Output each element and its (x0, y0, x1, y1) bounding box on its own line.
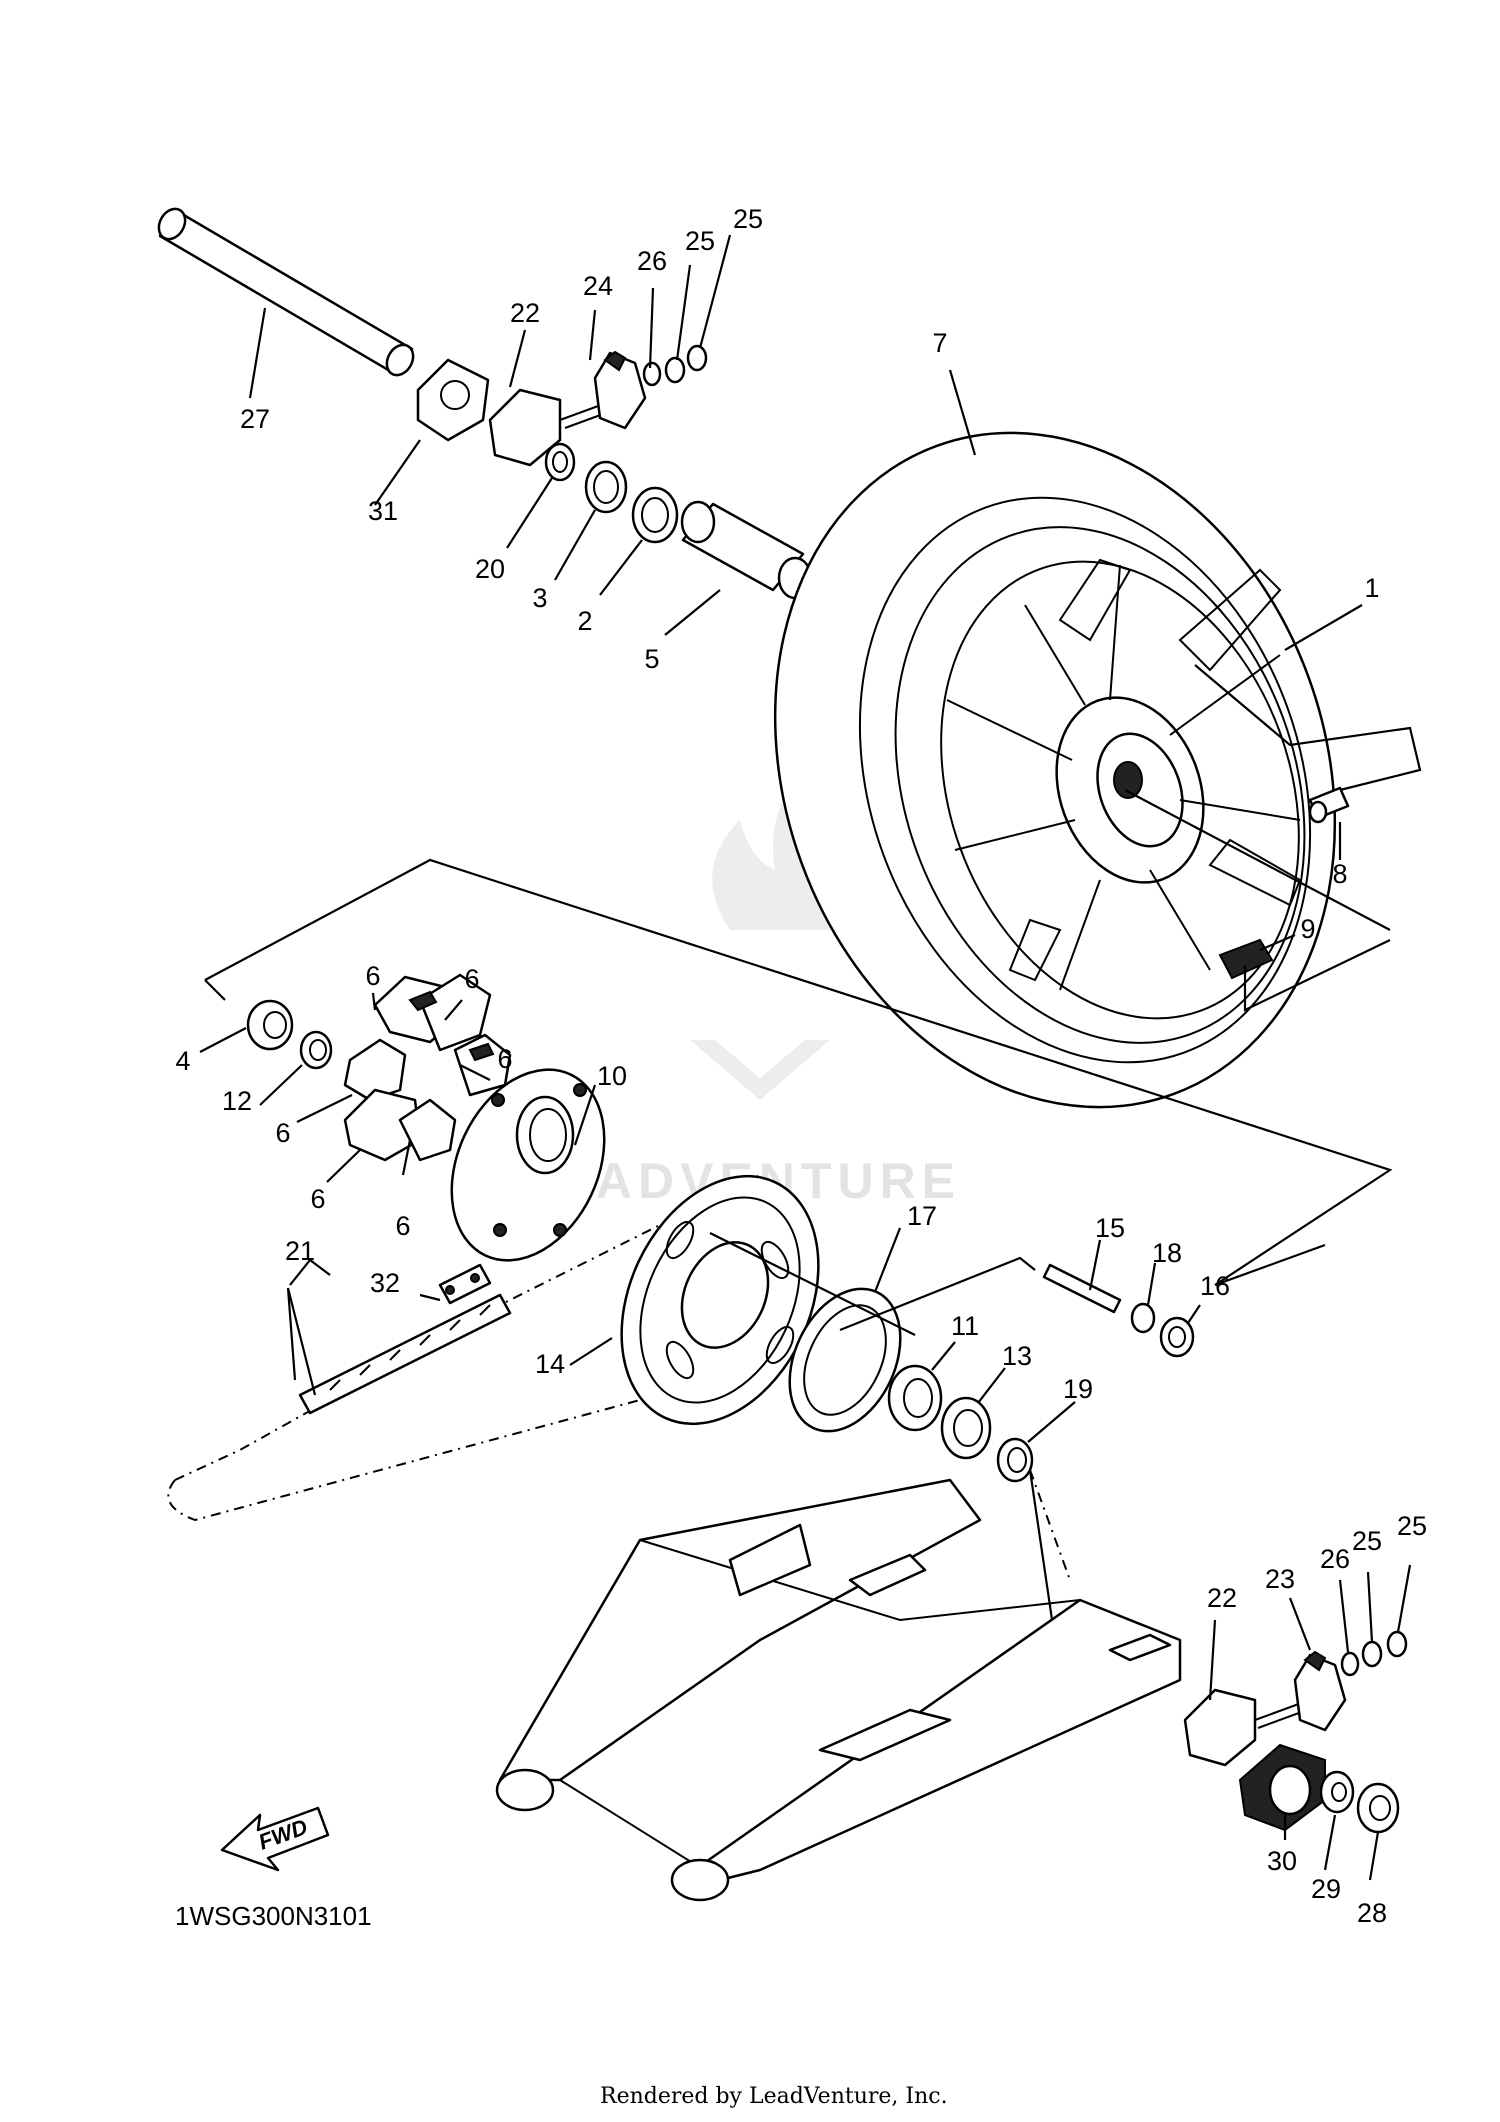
label-9: 9 (1300, 914, 1315, 944)
bearing-11[interactable] (887, 1364, 943, 1432)
label-19: 19 (1063, 1374, 1093, 1404)
label-32: 32 (370, 1268, 400, 1298)
nut-16[interactable] (1159, 1316, 1195, 1358)
sprocket-14[interactable] (583, 1144, 856, 1456)
label-3: 3 (532, 583, 547, 613)
bearing-2[interactable] (631, 486, 679, 544)
label-25-top-b: 25 (733, 204, 763, 234)
oil-seal-3[interactable] (584, 460, 628, 514)
leader-lines (199, 234, 1412, 1881)
label-22-bottom: 22 (1207, 1583, 1237, 1613)
label-30: 30 (1267, 1846, 1297, 1876)
label-5: 5 (644, 644, 659, 674)
nut-28[interactable] (1356, 1782, 1400, 1834)
hub-group-lines (204, 664, 1422, 1287)
oil-seal-13[interactable] (940, 1396, 992, 1460)
label-27: 27 (240, 404, 270, 434)
label-13: 13 (1002, 1341, 1032, 1371)
holder-17[interactable] (768, 1271, 922, 1449)
label-26-bottom: 26 (1320, 1544, 1350, 1574)
rear-wheel-1[interactable] (826, 469, 1374, 1100)
bearing-4[interactable] (246, 999, 294, 1051)
chain-21[interactable] (167, 1174, 761, 1522)
label-20: 20 (475, 554, 505, 584)
collar-12[interactable] (299, 1030, 333, 1070)
swingarm (495, 1478, 1182, 1902)
washer-26-bottom[interactable] (1340, 1651, 1360, 1677)
nuts-25-bottom[interactable] (1361, 1630, 1408, 1668)
label-25-bottom-a: 25 (1352, 1526, 1382, 1556)
label-25-bottom-b: 25 (1397, 1511, 1427, 1541)
sprocket-leader-lines (709, 1232, 1071, 1641)
label-31: 31 (368, 496, 398, 526)
label-6-e: 6 (310, 1184, 325, 1214)
label-7: 7 (932, 328, 947, 358)
washer-18[interactable] (1130, 1302, 1156, 1334)
label-2: 2 (577, 606, 592, 636)
label-29: 29 (1311, 1874, 1341, 1904)
joint-32[interactable] (438, 1263, 492, 1305)
label-6-c: 6 (497, 1044, 512, 1074)
label-10: 10 (597, 1061, 627, 1091)
label-6-f: 6 (395, 1211, 410, 1241)
label-24: 24 (583, 271, 613, 301)
nuts-25-top[interactable] (664, 344, 708, 384)
label-4: 4 (175, 1046, 190, 1076)
stud-bolt-15[interactable] (1042, 1263, 1122, 1314)
label-22-top: 22 (510, 298, 540, 328)
dampers-6[interactable] (343, 973, 512, 1162)
washer-29[interactable] (1319, 1770, 1355, 1814)
label-16: 16 (1200, 1271, 1230, 1301)
spacer-5[interactable] (680, 500, 813, 600)
balance-weight-9[interactable] (1218, 938, 1274, 980)
chain-puller-31[interactable] (416, 358, 490, 442)
plate-24[interactable] (593, 350, 647, 430)
label-14: 14 (535, 1349, 565, 1379)
collar-20[interactable] (544, 442, 576, 482)
label-18: 18 (1152, 1238, 1182, 1268)
chain-puller-30[interactable] (1238, 1743, 1326, 1832)
label-26-top: 26 (637, 246, 667, 276)
axle-27[interactable] (154, 204, 419, 380)
label-6-d: 6 (275, 1118, 290, 1148)
label-21: 21 (285, 1236, 315, 1266)
plate-23[interactable] (1293, 1650, 1347, 1732)
collar-19[interactable] (996, 1437, 1034, 1483)
washer-26-top[interactable] (642, 361, 662, 387)
label-6-b: 6 (464, 964, 479, 994)
label-25-top-a: 25 (685, 226, 715, 256)
label-28: 28 (1357, 1898, 1387, 1928)
label-17: 17 (907, 1201, 937, 1231)
valve-8[interactable] (1308, 786, 1350, 824)
label-15: 15 (1095, 1213, 1125, 1243)
label-11: 11 (951, 1311, 979, 1341)
footer-credit: Rendered by LeadVenture, Inc. (600, 2084, 948, 2109)
label-1: 1 (1364, 573, 1379, 603)
clutch-hub-10[interactable] (422, 1045, 633, 1285)
fwd-arrow-icon: FWD (220, 1806, 330, 1872)
label-6-a: 6 (365, 961, 380, 991)
label-8: 8 (1332, 859, 1347, 889)
label-23: 23 (1265, 1564, 1295, 1594)
rear-tire-7[interactable] (683, 353, 1426, 1186)
label-12: 12 (222, 1086, 252, 1116)
diagram-code: 1WSG300N3101 (175, 1901, 372, 1931)
part-labels: 27 22 24 26 25 25 31 20 3 2 5 7 1 8 9 6 … (175, 204, 1427, 1928)
